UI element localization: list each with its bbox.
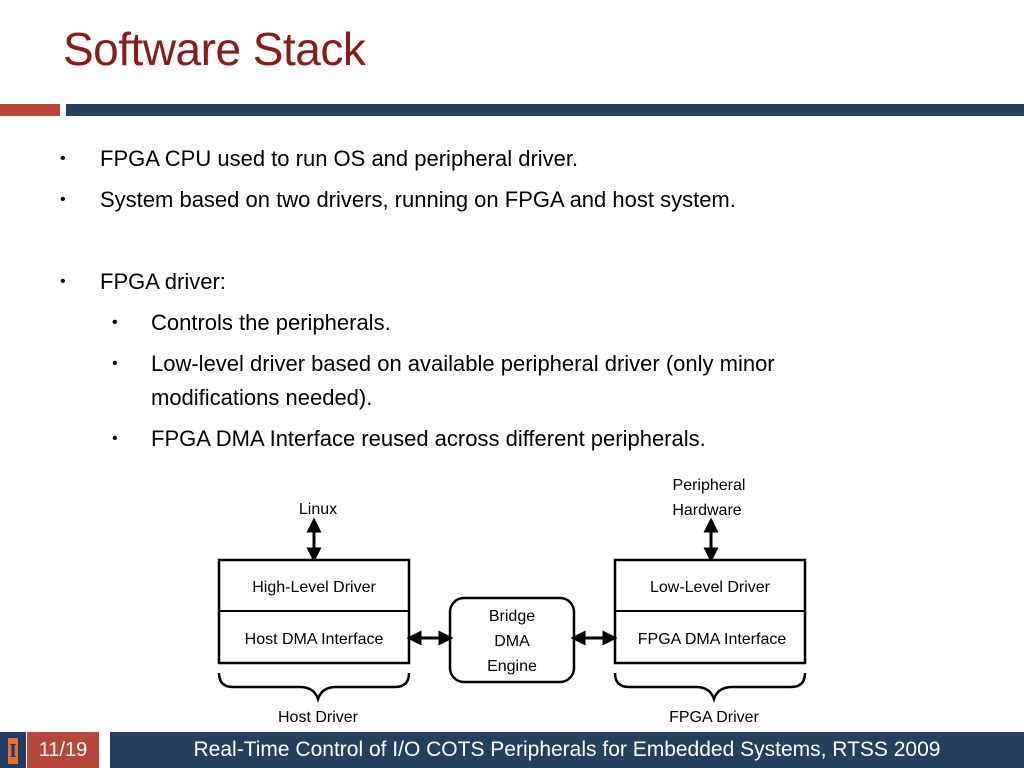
bridge-label-line1: Bridge [489, 608, 535, 625]
bullet-text: FPGA driver: [100, 269, 226, 294]
bullet-text: System based on two drivers, running on … [100, 187, 736, 212]
title-rule-accent [0, 104, 60, 116]
fpga-driver-brace [613, 672, 807, 703]
bridge-label-line3: Engine [487, 658, 537, 675]
title-rule [66, 104, 1024, 116]
bullet-text: FPGA CPU used to run OS and peripheral d… [100, 146, 579, 171]
high-level-driver-label: High-Level Driver [252, 579, 376, 596]
bridge-label-line2: DMA [494, 633, 530, 650]
host-driver-brace [217, 672, 411, 703]
software-stack-diagram: Linux Peripheral Hardware High-Level Dri… [0, 465, 1024, 730]
fpga-driver-caption: FPGA Driver [669, 709, 759, 726]
page-number: 11/19 [27, 732, 99, 768]
fpga-dma-interface-label: FPGA DMA Interface [638, 631, 787, 648]
diagram-svg: Linux Peripheral Hardware High-Level Dri… [217, 477, 807, 726]
linux-label: Linux [299, 501, 337, 518]
footer-caption: Real-Time Control of I/O COTS Peripheral… [110, 732, 1024, 768]
bullet-text: FPGA DMA Interface reused across differe… [151, 426, 706, 451]
peripheral-label-line2: Hardware [672, 502, 741, 519]
bullet-text: Low-level driver based on available peri… [151, 351, 775, 376]
university-logo: I [0, 732, 26, 768]
host-dma-interface-label: Host DMA Interface [245, 631, 384, 648]
slide-title: Software Stack [63, 23, 366, 75]
bullet-list: • FPGA CPU used to run OS and peripheral… [60, 146, 775, 451]
bullet-text: Controls the peripherals. [151, 310, 391, 335]
host-driver-caption: Host Driver [278, 709, 359, 726]
peripheral-label-line1: Peripheral [673, 477, 746, 494]
bullet-text: modifications needed). [151, 385, 373, 410]
low-level-driver-label: Low-Level Driver [650, 579, 771, 596]
